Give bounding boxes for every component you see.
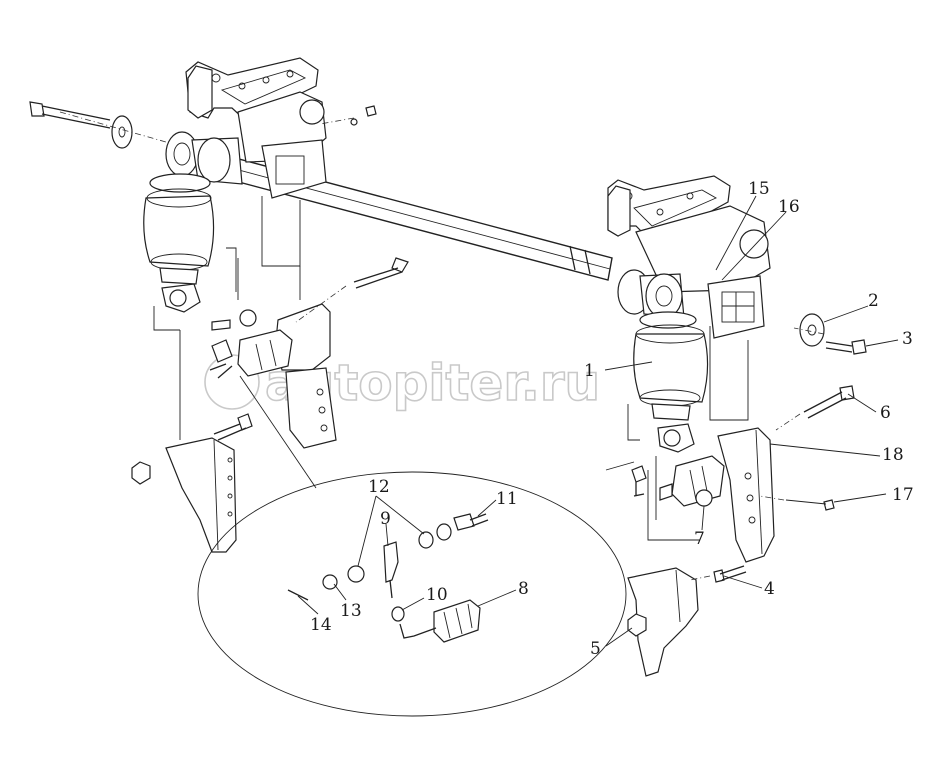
callout-10: 10 <box>426 585 448 605</box>
left-air-spring <box>143 173 215 313</box>
callout-4: 4 <box>764 579 775 599</box>
left-bottom-bracket <box>131 437 237 553</box>
right-pivot-bushing <box>617 269 685 319</box>
right-bottom-bracket <box>627 567 699 677</box>
left-pivot-bushing <box>165 131 243 185</box>
callout-labels: 1 2 3 4 5 6 7 8 9 10 11 12 13 14 15 16 1… <box>310 179 914 659</box>
callout-7: 7 <box>694 529 705 549</box>
callout-2: 2 <box>868 291 879 311</box>
callout-leaders <box>297 195 899 647</box>
callout-13: 13 <box>340 601 362 621</box>
callout-1: 1 <box>584 361 595 381</box>
right-air-spring <box>633 311 709 453</box>
callout-5: 5 <box>590 639 601 659</box>
detail-parts <box>287 513 489 643</box>
axle-tube <box>200 149 613 281</box>
callout-12: 12 <box>368 477 390 497</box>
callout-9: 9 <box>380 509 391 529</box>
left-shock-absorber-bolt <box>353 257 409 289</box>
callout-14: 14 <box>310 615 332 635</box>
callout-15: 15 <box>748 179 770 199</box>
callout-18: 18 <box>882 445 904 465</box>
right-upper-bracket <box>607 175 771 339</box>
left-outer-bolt-washer <box>29 101 377 149</box>
left-bracket-bolt <box>213 413 253 441</box>
left-upper-bracket <box>185 57 327 199</box>
detail-ellipse <box>197 375 635 717</box>
callout-8: 8 <box>518 579 529 599</box>
callout-11: 11 <box>496 489 518 509</box>
left-height-valve-assembly <box>209 309 293 379</box>
leader-lines <box>59 111 825 581</box>
right-lower-bracket <box>717 427 775 563</box>
callout-16: 16 <box>778 197 800 217</box>
right-height-valve-assembly <box>631 455 725 507</box>
left-outline-frame <box>153 196 301 440</box>
callout-3: 3 <box>902 329 913 349</box>
right-outline-frame <box>627 326 749 541</box>
callout-6: 6 <box>880 403 891 423</box>
callout-17: 17 <box>892 485 914 505</box>
left-lower-bracket <box>275 303 337 449</box>
